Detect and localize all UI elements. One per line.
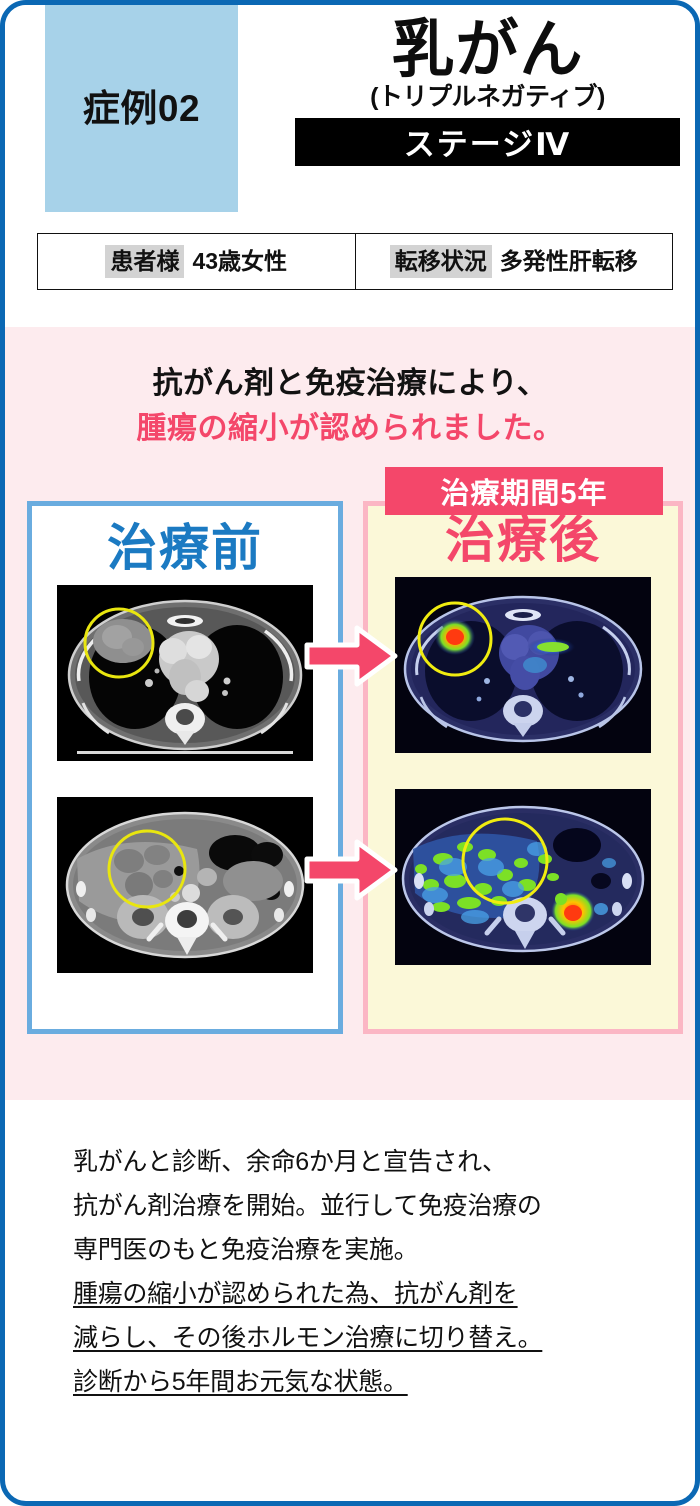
transition-arrow-icon-2 [303, 835, 399, 905]
patient-info-key: 患者様 [105, 245, 185, 278]
scan-panels: 治療前 [5, 467, 695, 1035]
disease-subtype: (トリプルネガティブ) [370, 83, 605, 111]
narrative-section: 乳がんと診断、余命6か月と宣告され、 抗がん剤治療を開始。並行して免疫治療の 専… [5, 1100, 695, 1404]
transition-arrow-icon-1 [303, 621, 399, 691]
comparison-heading-line2: 腫瘍の縮小が認められました。 [136, 412, 564, 445]
comparison-section: 抗がん剤と免疫治療により、 腫瘍の縮小が認められました。 治療前 [5, 327, 695, 1100]
metastasis-info-key: 転移状況 [389, 245, 492, 278]
disease-name: 乳がん [391, 15, 584, 85]
after-panel-title: 治療後 [445, 512, 601, 568]
treatment-duration-label: 治療期間5年 [440, 478, 608, 510]
before-panel: 治療前 [27, 501, 343, 1034]
narrative-line: 抗がん剤治療を開始。並行して免疫治療の [73, 1192, 542, 1220]
chest-ct-before-image [57, 584, 313, 761]
patient-info-value: 43歳女性 [192, 248, 288, 275]
narrative-line: 診断から5年間お元気な状態。 [73, 1368, 408, 1396]
stage-band: ステージⅣ [295, 117, 680, 166]
header: 症例02 乳がん (トリプルネガティブ) ステージⅣ 患者様 43歳女性 転移状… [5, 5, 695, 327]
metastasis-info-cell: 転移状況 多発性肝転移 [354, 234, 673, 289]
metastasis-info-value: 多発性肝転移 [499, 248, 638, 275]
patient-info-cell: 患者様 43歳女性 [38, 234, 355, 289]
chest-petct-after-image [395, 576, 651, 753]
narrative-line: 腫瘍の縮小が認められた為、抗がん剤を [73, 1280, 518, 1308]
case-number-badge: 症例02 [45, 5, 238, 212]
comparison-heading-line1: 抗がん剤と免疫治療により、 [152, 367, 548, 400]
patient-info-row: 患者様 43歳女性 転移状況 多発性肝転移 [37, 233, 673, 290]
narrative-line: 専門医のもと免疫治療を実施。 [73, 1236, 419, 1264]
treatment-duration-badge: 治療期間5年 [385, 467, 663, 515]
narrative-line: 乳がんと診断、余命6か月と宣告され、 [73, 1148, 507, 1176]
title-block: 乳がん (トリプルネガティブ) ステージⅣ [295, 19, 680, 166]
before-panel-title: 治療前 [107, 520, 263, 576]
abdomen-ct-before-image [57, 796, 313, 973]
abdomen-petct-after-image [395, 788, 651, 965]
stage-label: ステージⅣ [403, 127, 572, 162]
narrative-line: 減らし、その後ホルモン治療に切り替え。 [73, 1324, 543, 1352]
comparison-heading: 抗がん剤と免疫治療により、 腫瘍の縮小が認められました。 [5, 361, 695, 451]
after-panel: 治療後 [363, 501, 683, 1034]
case-number-label: 症例02 [82, 88, 201, 129]
